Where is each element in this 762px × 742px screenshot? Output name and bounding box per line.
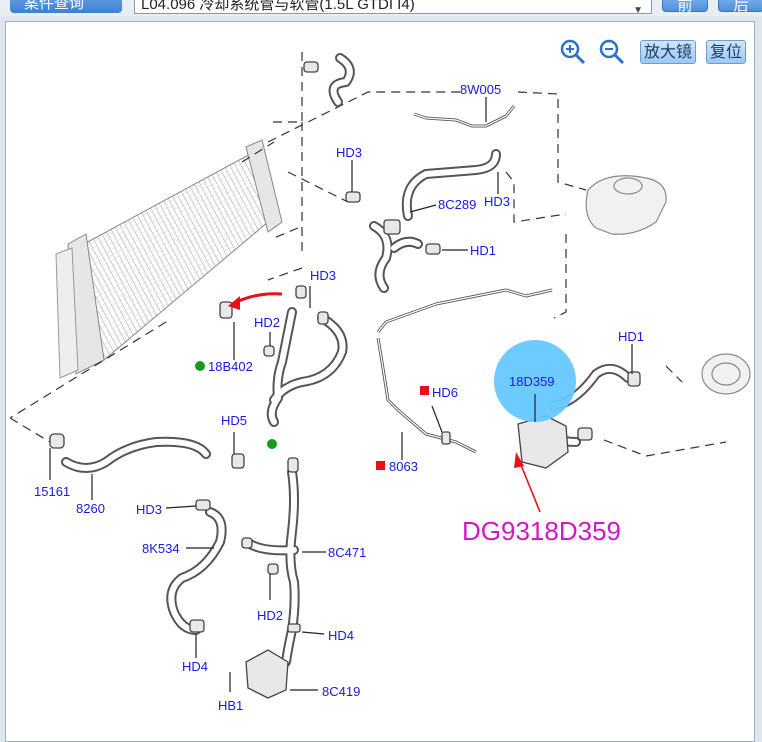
callout-label[interactable]: 8260 <box>76 501 105 516</box>
callout-label[interactable]: 8063 <box>389 459 418 474</box>
magnifier-button[interactable]: 放大镜 <box>640 40 697 64</box>
reset-button[interactable]: 复位 <box>706 40 747 64</box>
callout-label[interactable]: HD4 <box>182 659 208 674</box>
filter-housing <box>701 353 751 395</box>
callout-label[interactable]: 8C471 <box>328 545 366 560</box>
callout-label[interactable]: HD3 <box>310 268 336 283</box>
callout-label[interactable]: HD3 <box>336 145 362 160</box>
callout-lines <box>49 97 633 692</box>
expansion-tank <box>585 175 667 235</box>
callout-label[interactable]: HB1 <box>218 698 243 713</box>
query-tab[interactable]: 案件查询 <box>10 0 122 13</box>
green-marker <box>267 439 277 449</box>
callout-label[interactable]: 8K534 <box>142 541 180 556</box>
red-marker <box>376 461 385 470</box>
assembly-select-value: L04.096 冷却系统管与软管(1.5L GTDI I4) <box>141 0 415 13</box>
callout-label[interactable]: 18B402 <box>208 359 253 374</box>
green-marker <box>195 361 205 371</box>
callout-label[interactable]: HD1 <box>618 329 644 344</box>
callout-label[interactable]: HD1 <box>470 243 496 258</box>
annotation-arrow <box>518 459 541 513</box>
assembly-select[interactable]: L04.096 冷却系统管与软管(1.5L GTDI I4) ▼ <box>134 0 652 14</box>
callout-label[interactable]: HD6 <box>432 385 458 400</box>
radiator <box>55 139 283 379</box>
callout-label[interactable]: HD3 <box>484 194 510 209</box>
callout-label[interactable]: 8C419 <box>322 684 360 699</box>
top-toolbar: 案件查询 L04.096 冷却系统管与软管(1.5L GTDI I4) ▼ 前 … <box>0 0 762 16</box>
callout-label[interactable]: 8C289 <box>438 197 476 212</box>
callout-label-highlighted[interactable]: 18D359 <box>509 374 555 389</box>
red-marker <box>420 386 429 395</box>
parts <box>49 61 641 699</box>
highlight-circle <box>494 340 576 422</box>
callout-label[interactable]: HD5 <box>221 413 247 428</box>
chevron-down-icon: ▼ <box>633 5 643 14</box>
zoom-out-icon[interactable] <box>598 38 626 66</box>
prev-button[interactable]: 前 <box>662 0 708 14</box>
callout-label[interactable]: 8W005 <box>460 82 501 97</box>
parts-diagram: 8W005 HD3 8C289 HD3 HD1 HD3 HD2 18B402 H… <box>9 52 751 713</box>
next-button[interactable]: 后 <box>718 0 762 14</box>
diagram-panel: 放大镜 复位 <box>5 21 755 742</box>
zoom-in-icon[interactable] <box>559 38 587 66</box>
callout-label[interactable]: HD3 <box>136 502 162 517</box>
callout-label[interactable]: HD2 <box>257 608 283 623</box>
callout-label[interactable]: 15161 <box>34 484 70 499</box>
part-number-annotation: DG9318D359 <box>462 516 621 546</box>
callout-label[interactable]: HD4 <box>328 628 354 643</box>
leader-lines <box>9 52 727 457</box>
callout-label[interactable]: HD2 <box>254 315 280 330</box>
callout-labels: 8W005 HD3 8C289 HD3 HD1 HD3 HD2 18B402 H… <box>34 82 644 713</box>
